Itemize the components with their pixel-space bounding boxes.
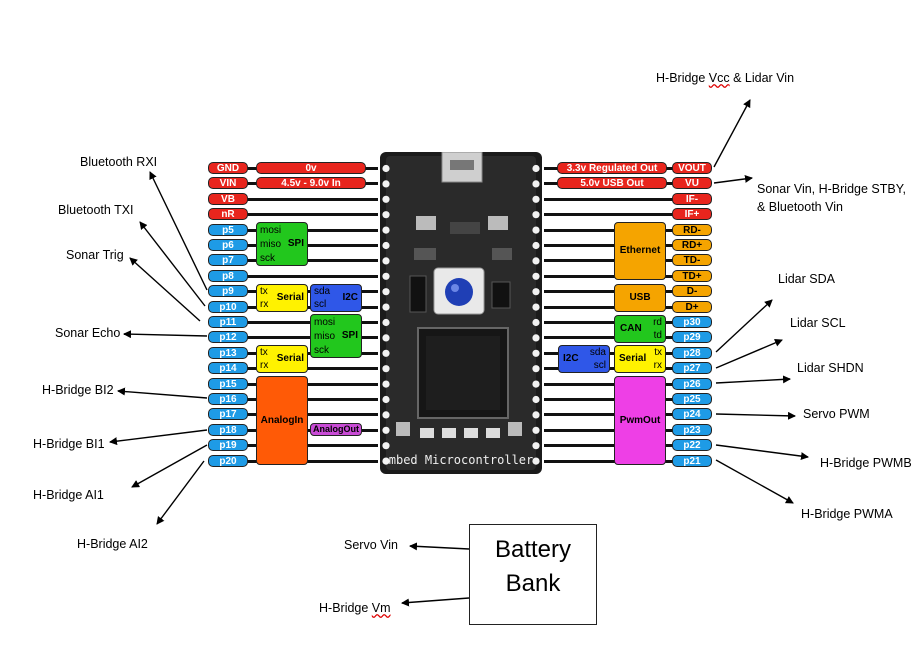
label-sonar-trig: Sonar Trig [66,248,124,263]
battery-label-line2: Bank [470,567,596,601]
label-servo-vin: Servo Vin [344,538,398,553]
label-bluetooth-rxi: Bluetooth RXI [80,155,157,170]
label-hbridge-vcc: H-Bridge Vcc & Lidar Vin [656,71,794,86]
arrow-hb-bi1 [110,430,207,442]
label-sonar-vin: Sonar Vin, H-Bridge STBY, & Bluetooth Vi… [757,180,906,216]
arrow-servo-pwm [716,414,795,416]
label-servo-pwm: Servo PWM [803,407,870,422]
arrow-sonar-trig [130,258,200,321]
arrow-lidar-shdn [716,379,790,383]
label-hbridge-vm: H-Bridge Vm [319,601,391,616]
label-hbridge-ai2: H-Bridge AI2 [77,537,148,552]
label-hbridge-pwmb: H-Bridge PWMB [820,456,912,471]
arrow-bt-txi [140,222,205,306]
arrow-servo-vin [410,546,469,549]
arrow-lidar-scl [716,340,782,368]
battery-bank-box: Battery Bank [469,524,597,625]
arrow-sonar-echo [124,334,207,336]
arrow-hb-ai2 [157,461,204,524]
arrow-sonar-vin [714,178,752,183]
label-lidar-scl: Lidar SCL [790,316,846,331]
battery-label-line1: Battery [470,533,596,567]
label-sonar-echo: Sonar Echo [55,326,120,341]
label-lidar-shdn: Lidar SHDN [797,361,864,376]
label-hbridge-bi1: H-Bridge BI1 [33,437,105,452]
arrow-lidar-sda [716,300,772,352]
arrow-hb-vm [402,598,469,603]
label-hbridge-bi2: H-Bridge BI2 [42,383,114,398]
arrow-hb-pwmb [716,445,808,457]
arrow-hb-vcc [714,100,750,167]
arrow-hb-ai1 [132,445,207,487]
label-lidar-sda: Lidar SDA [778,272,835,287]
label-hbridge-pwma: H-Bridge PWMA [801,507,893,522]
label-hbridge-ai1: H-Bridge AI1 [33,488,104,503]
arrow-hb-pwma [716,460,793,503]
label-bluetooth-txi: Bluetooth TXI [58,203,134,218]
arrow-hb-bi2 [118,391,207,398]
